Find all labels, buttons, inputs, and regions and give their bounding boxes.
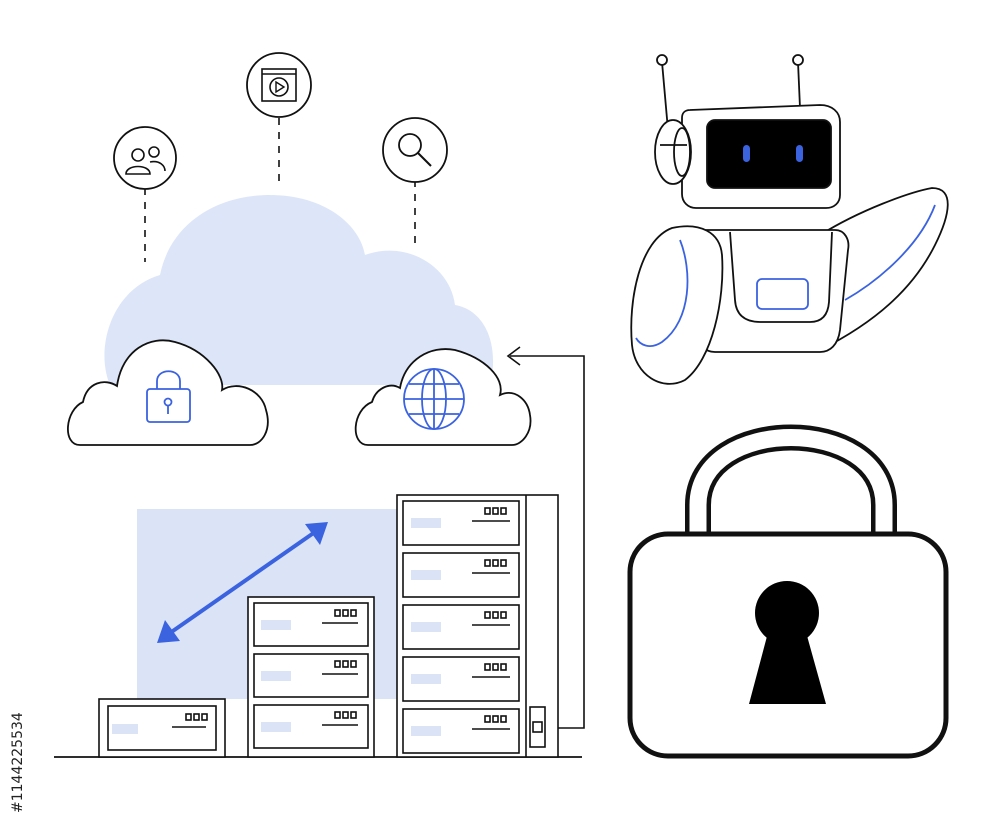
cloud-group bbox=[67, 52, 532, 446]
robot-eye-right bbox=[796, 145, 803, 162]
users-icon bbox=[113, 126, 177, 190]
search-icon bbox=[382, 117, 448, 183]
large-padlock-icon bbox=[627, 424, 949, 759]
server-area bbox=[54, 494, 582, 758]
robot-chest-panel bbox=[756, 278, 809, 310]
double-arrow-icon bbox=[157, 522, 328, 643]
cloud-icon bbox=[354, 348, 532, 446]
robot-eye-left bbox=[743, 145, 750, 162]
video-play-icon bbox=[246, 52, 312, 118]
server-rack-icon bbox=[247, 596, 375, 758]
robot-right-arm bbox=[819, 187, 949, 352]
cloud-globe bbox=[354, 348, 532, 446]
server-rack-icon bbox=[396, 494, 559, 758]
robot-icon bbox=[630, 54, 949, 385]
cloud-icon bbox=[104, 195, 494, 385]
padlock-icon bbox=[146, 370, 191, 423]
server-rack-icon bbox=[98, 698, 226, 758]
keyhole-icon bbox=[749, 581, 826, 704]
dashed-connectors bbox=[144, 118, 416, 262]
robot-screen bbox=[706, 119, 832, 189]
globe-icon bbox=[403, 368, 465, 430]
cloud-lock bbox=[67, 339, 269, 446]
server-to-cloud-connector bbox=[506, 346, 585, 729]
stock-id-label: #1144225534 bbox=[10, 712, 26, 813]
robot-left-arm bbox=[630, 225, 724, 385]
cloud-icon bbox=[67, 339, 269, 446]
